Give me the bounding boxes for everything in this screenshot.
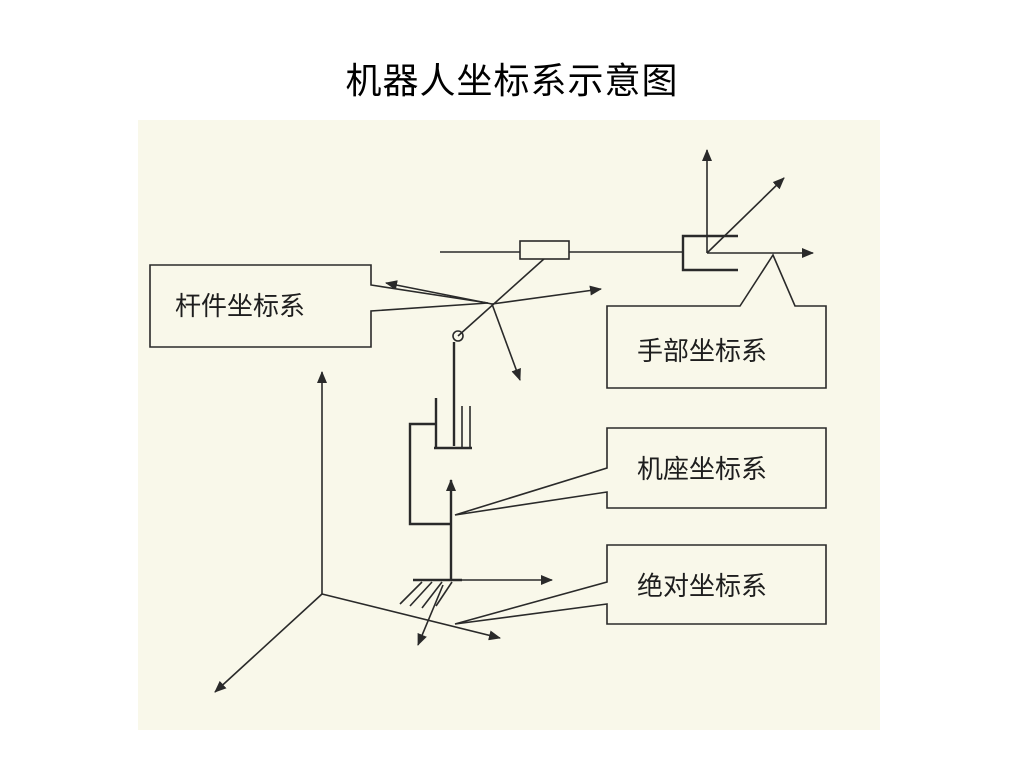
callout-link-frame: 杆件坐标系 (149, 264, 489, 348)
arm-link (457, 257, 546, 337)
base-frame-axes (417, 479, 553, 646)
callout-hand-frame: 手部坐标系 (606, 253, 827, 389)
world-x-axis (214, 593, 323, 693)
callout-base-frame: 机座坐标系 (454, 427, 827, 516)
callout-world-frame-box (454, 544, 827, 625)
callout-base-frame-label: 机座坐标系 (637, 455, 767, 485)
callout-hand-frame-box (606, 253, 827, 389)
diagram-figure-background (138, 120, 880, 730)
base-hatch-line (435, 581, 453, 607)
robot-arm (440, 240, 683, 337)
column-frame (408, 422, 451, 526)
hand-y-axis (706, 177, 785, 254)
link-x-axis (491, 285, 602, 305)
hand-frame-axes (702, 149, 814, 258)
gripper-jaws (681, 234, 738, 272)
base-x-axis (417, 584, 444, 646)
world-y-axis (321, 593, 501, 641)
callout-link-frame-box (149, 264, 489, 348)
world-frame-axes (214, 371, 501, 693)
callout-world-frame-label: 绝对坐标系 (637, 572, 767, 602)
callout-world-frame: 绝对坐标系 (454, 544, 827, 625)
arm-slider (519, 240, 570, 260)
robot-base (399, 578, 462, 609)
callout-base-frame-box (454, 427, 827, 516)
link-y-axis (491, 303, 521, 381)
base-hatch-line (399, 581, 423, 605)
page-title: 机器人坐标系示意图 (345, 61, 679, 102)
hand-gripper (681, 234, 738, 272)
robot-column (408, 330, 472, 526)
callout-hand-frame-label: 手部坐标系 (637, 337, 767, 367)
base-hatch-line (421, 581, 443, 609)
base-hatch-line (409, 581, 433, 607)
callout-link-frame-label: 杆件坐标系 (175, 292, 305, 322)
